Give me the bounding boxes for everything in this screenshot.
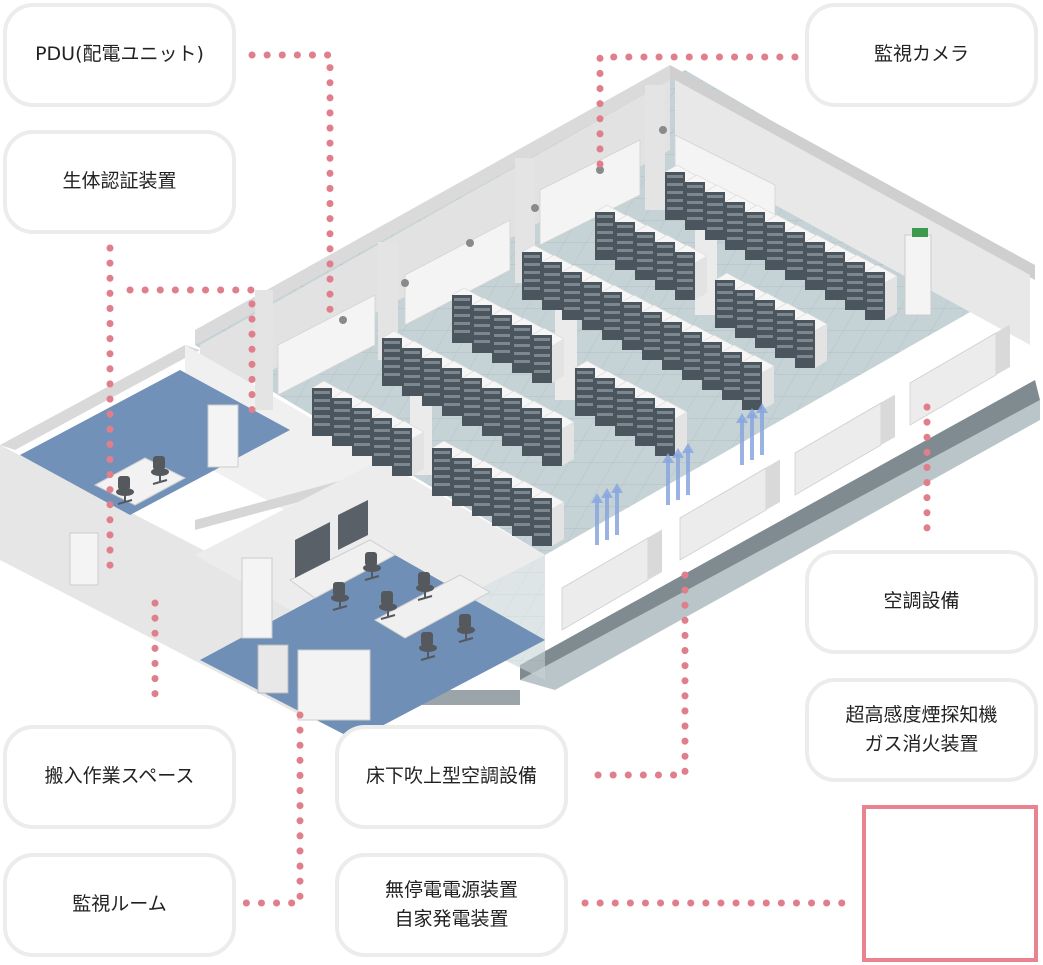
label-loading-text: 搬入作業スペース bbox=[44, 765, 195, 788]
label-ups-line1: 無停電電源装置 bbox=[384, 878, 518, 901]
label-loading-space: 搬入作業スペース bbox=[3, 725, 236, 829]
label-ups-generator: 無停電電源装置 自家発電装置 bbox=[335, 853, 568, 957]
label-biometric-text: 生体認証装置 bbox=[62, 170, 177, 193]
ups-generator-image-frame bbox=[862, 805, 1038, 962]
label-ups-line2: 自家発電装置 bbox=[394, 908, 509, 930]
label-aircon: 空調設備 bbox=[805, 550, 1038, 654]
label-smoke-line1: 超高感度煙探知機 bbox=[845, 703, 998, 726]
label-smoke-line2: ガス消火装置 bbox=[864, 733, 979, 755]
label-biometric: 生体認証装置 bbox=[3, 130, 236, 234]
label-underfloor-text: 床下吹上型空調設備 bbox=[365, 765, 537, 788]
label-camera-text: 監視カメラ bbox=[873, 43, 969, 66]
label-camera: 監視カメラ bbox=[805, 3, 1038, 107]
label-monitoring-text: 監視ルーム bbox=[72, 893, 167, 916]
label-underfloor-aircon: 床下吹上型空調設備 bbox=[335, 725, 568, 829]
label-aircon-text: 空調設備 bbox=[883, 590, 960, 613]
label-monitoring-room: 監視ルーム bbox=[3, 853, 236, 957]
label-smoke-detector-gas: 超高感度煙探知機 ガス消火装置 bbox=[805, 678, 1038, 782]
label-pdu: PDU(配電ユニット) bbox=[3, 3, 236, 107]
label-pdu-text: PDU(配電ユニット) bbox=[35, 43, 204, 66]
